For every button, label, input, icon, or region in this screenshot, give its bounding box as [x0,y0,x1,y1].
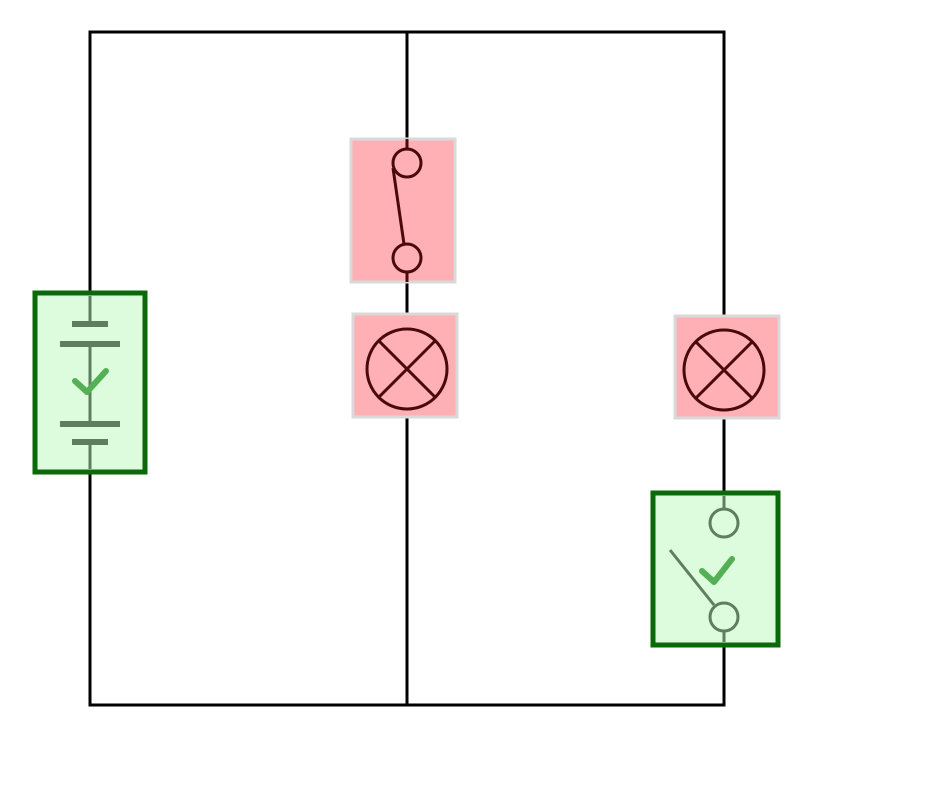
lamp-middle[interactable] [351,312,459,419]
lamp-icon [682,328,766,412]
switch-closed-icon [391,139,423,282]
lamp-icon [365,327,449,411]
switch-middle[interactable] [349,137,457,284]
switch-right[interactable] [650,490,781,648]
switch-right-highlight [650,490,781,648]
check-icon [72,368,109,395]
switch-open-icon [668,496,740,642]
switch-middle-highlight [349,137,457,284]
wires [88,30,726,707]
check-icon [699,556,735,585]
lamp-right[interactable] [673,314,781,420]
battery-icon [60,296,120,469]
battery[interactable] [32,290,148,475]
